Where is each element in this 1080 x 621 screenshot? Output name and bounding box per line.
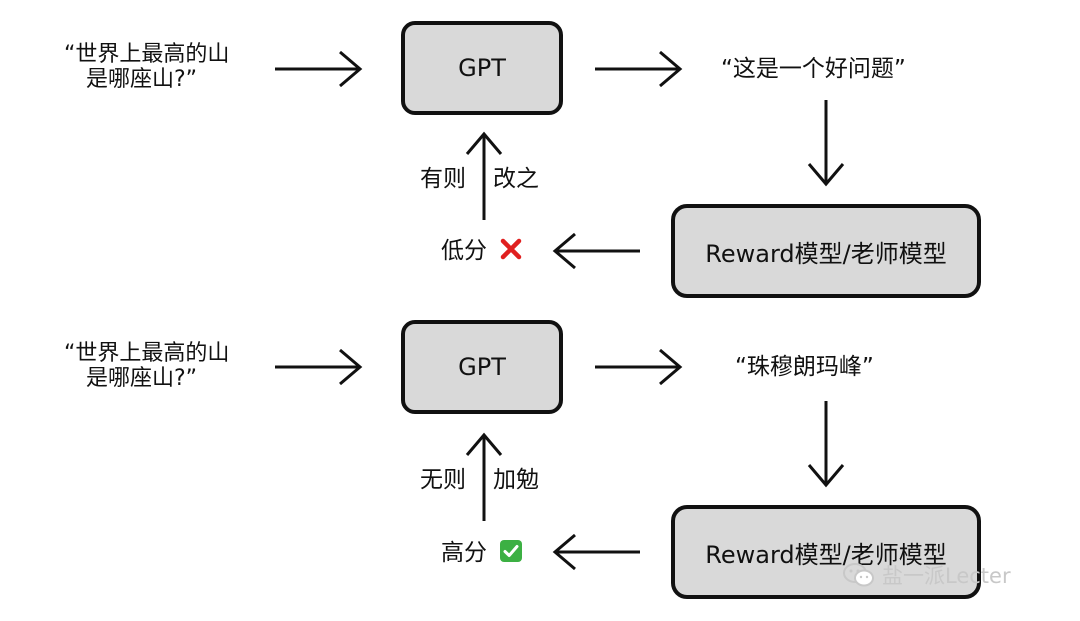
reward-box-bottom: Reward模型/老师模型 [671, 505, 981, 599]
watermark-text: 盐一派Lecter [882, 564, 1011, 588]
question-text-bottom: “世界上最高的山 是哪座山?” [64, 341, 229, 391]
gpt-label-top: GPT [458, 54, 506, 82]
gpt-box-bottom: GPT [401, 320, 563, 414]
feedback-left-top: 有则 [420, 166, 466, 192]
question-line1-bottom: “世界上最高的山 [64, 341, 230, 366]
reward-label-top: Reward模型/老师模型 [705, 239, 947, 268]
wechat-icon [843, 563, 874, 587]
reward-label-bottom: Reward模型/老师模型 [705, 540, 947, 569]
answer-text-bottom: “珠穆朗玛峰” [735, 354, 874, 380]
score-label-top: 低分 [441, 238, 487, 264]
question-text-top: “世界上最高的山 是哪座山?” [64, 42, 229, 92]
question-line1-top: “世界上最高的山 [64, 42, 230, 67]
red-cross-icon [500, 238, 522, 260]
gpt-label-bottom: GPT [458, 353, 506, 381]
answer-text-top: “这是一个好问题” [721, 56, 906, 82]
check-glyph-icon [503, 545, 519, 557]
watermark: 盐一派Lecter [842, 560, 1011, 590]
reward-box-top: Reward模型/老师模型 [671, 204, 981, 298]
feedback-right-top: 改之 [493, 166, 539, 192]
feedback-left-bottom: 无则 [420, 467, 466, 493]
feedback-right-bottom: 加勉 [493, 467, 539, 493]
question-line2-bottom: 是哪座山?” [86, 366, 198, 391]
gpt-box-top: GPT [401, 21, 563, 115]
question-line2-top: 是哪座山?” [86, 67, 198, 92]
score-label-bottom: 高分 [441, 540, 487, 566]
green-check-icon [500, 540, 522, 562]
